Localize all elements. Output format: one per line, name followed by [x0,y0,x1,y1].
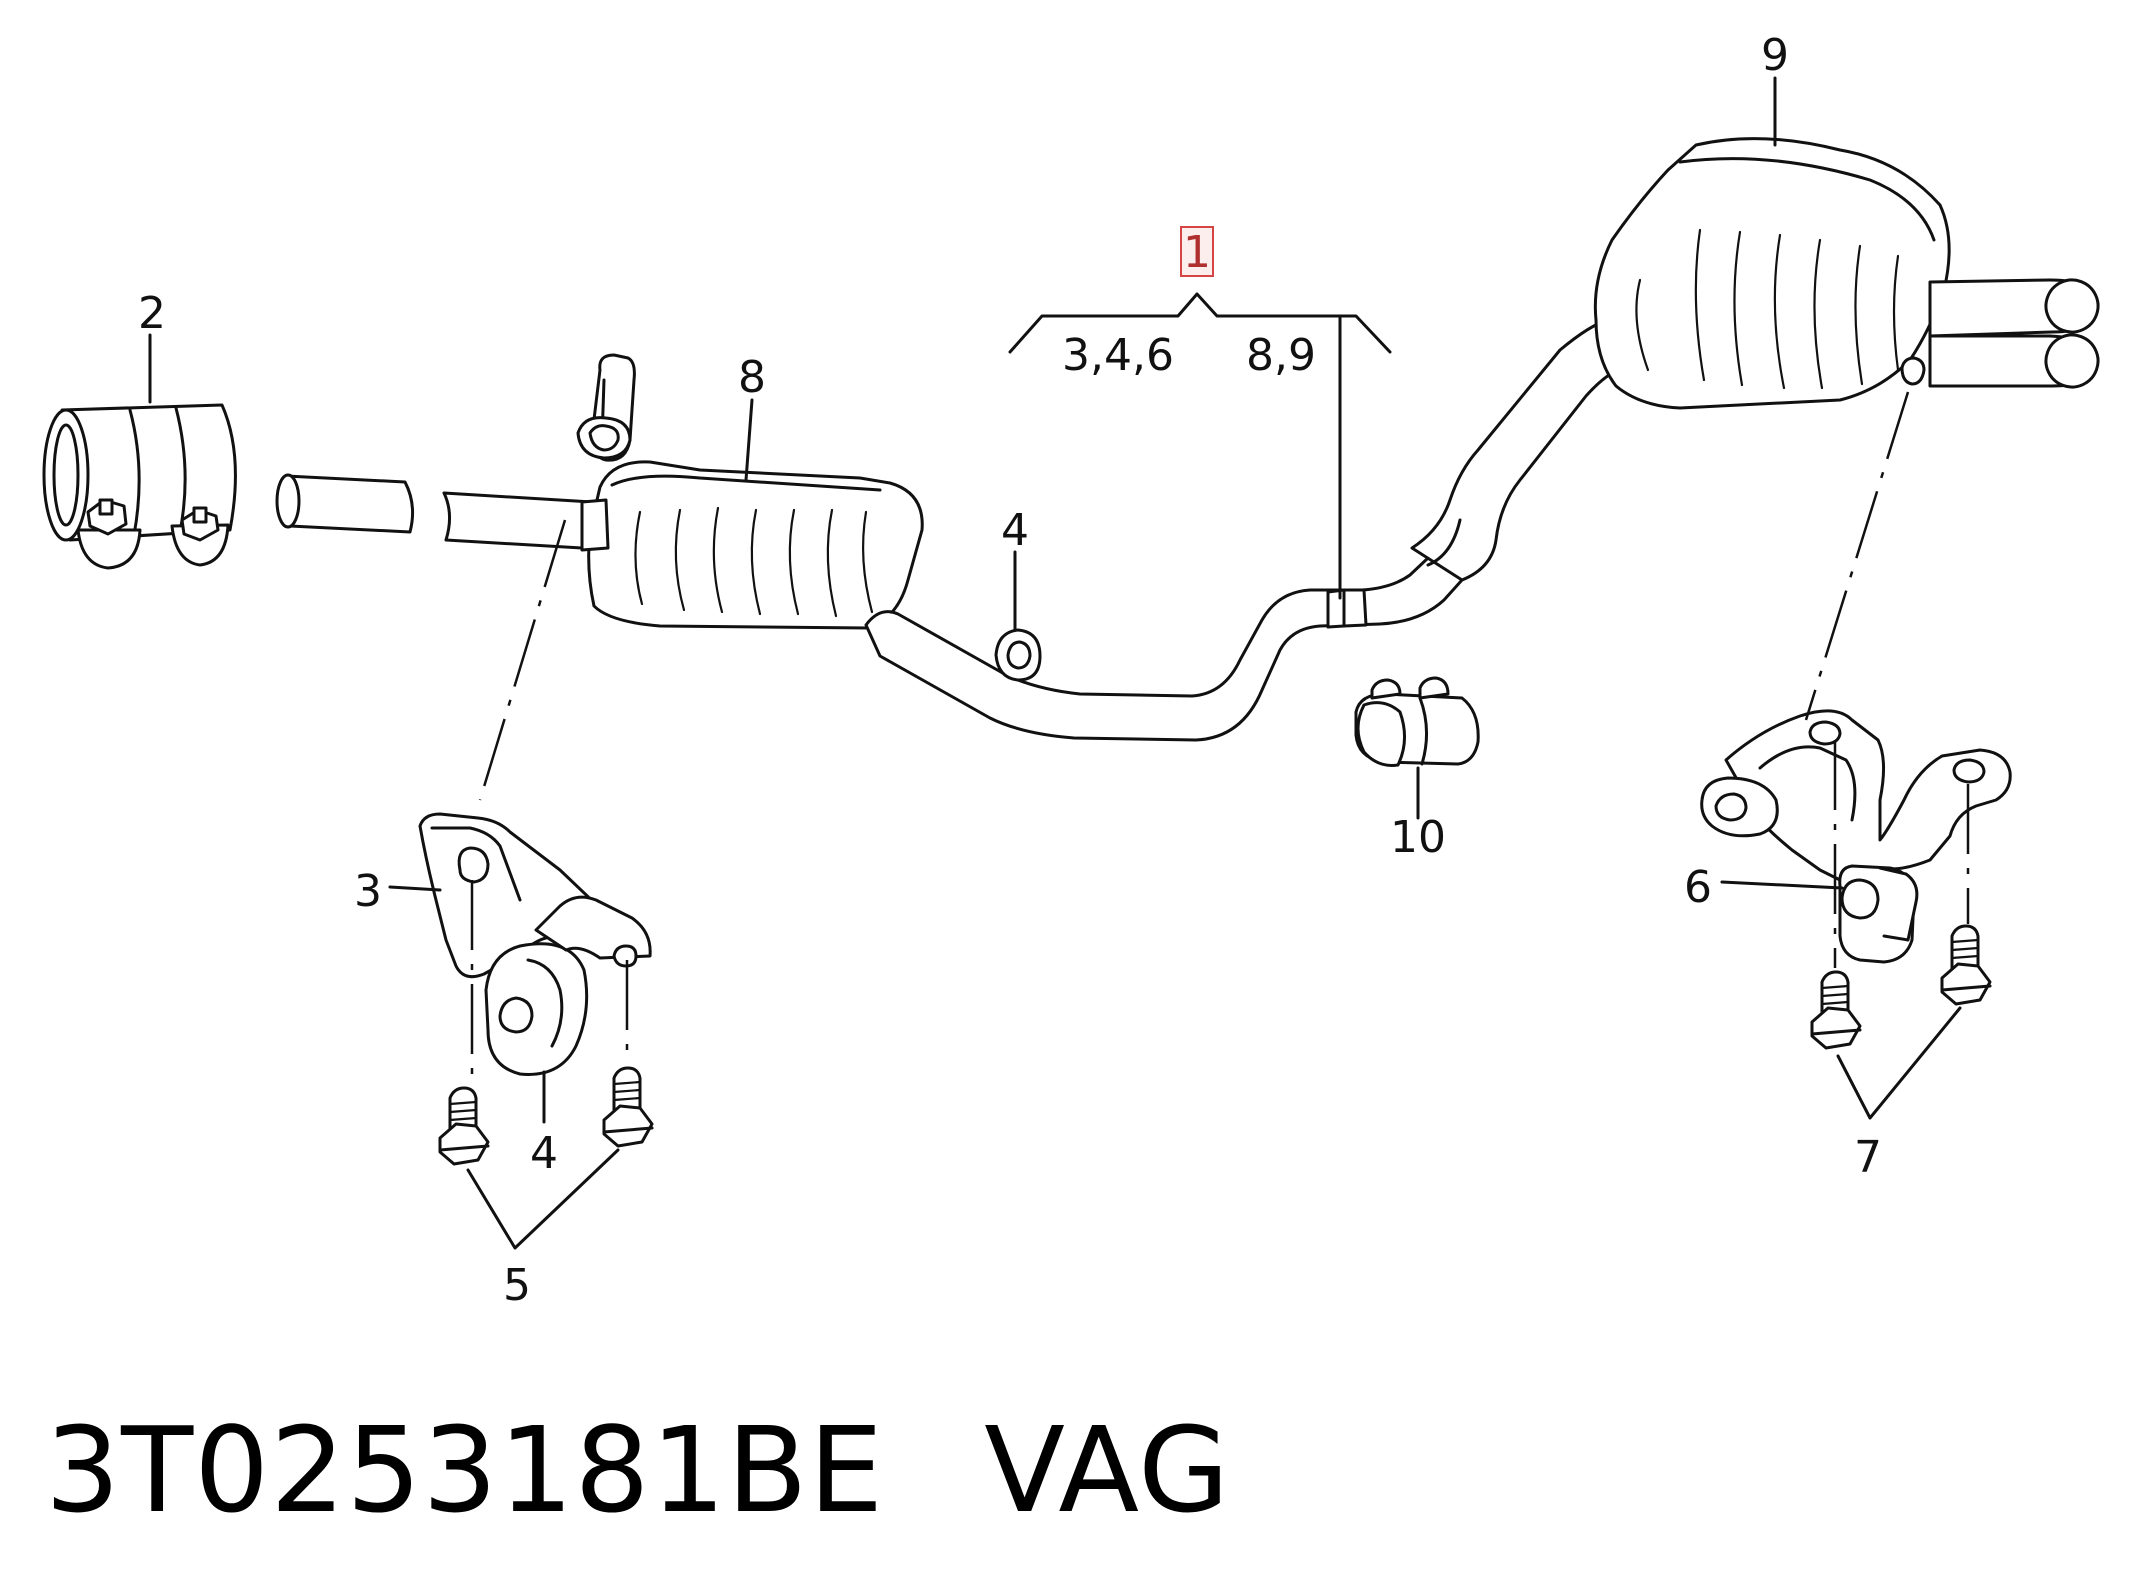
rear-bolt-right[interactable] [1940,924,1992,1006]
brand-name: VAG [984,1401,1231,1539]
assembly-brace [1008,292,1392,354]
callout-mount-front[interactable]: 4 [530,1128,558,1179]
front-pipe-section[interactable] [275,473,594,550]
front-mount-bracket[interactable] [418,812,652,1076]
front-silencer[interactable] [576,353,924,630]
rear-bolt-left[interactable] [1810,970,1862,1050]
callout-group-left[interactable]: 3,4,6 [1062,330,1174,381]
callout-assembly[interactable]: 1 [1183,227,1211,278]
callout-clamp-mid[interactable]: 10 [1390,812,1446,863]
callout-clamp-front[interactable]: 2 [138,288,166,339]
hanger-ring[interactable] [994,628,1042,682]
front-bolt-left[interactable] [438,1086,490,1166]
rear-mount-bracket[interactable] [1700,709,2012,964]
callout-bracket-rear[interactable]: 6 [1684,862,1712,913]
callout-front-silencer[interactable]: 8 [738,352,766,403]
tailpipe-rising[interactable] [1410,318,1620,582]
callout-bolts-front[interactable]: 5 [503,1260,531,1311]
callout-hanger-ring[interactable]: 4 [1001,505,1029,556]
assembly-highlight-box[interactable] [1180,226,1214,277]
callout-group-right[interactable]: 8,9 [1246,330,1316,381]
leader-lines [148,76,1962,1250]
front-pipe-clamp[interactable] [42,403,237,570]
part-number: 3T0253181BE [45,1401,885,1539]
part-number-caption: 3T0253181BE VAG [45,1395,1230,1545]
assembly-lines [470,391,1970,1082]
callout-bracket-front[interactable]: 3 [354,866,382,917]
callout-labels: 1 3,4,6 8,9 2 8 4 9 3 4 5 10 6 7 [138,30,1882,1311]
front-bolt-right[interactable] [602,1066,654,1148]
callout-bolts-rear[interactable]: 7 [1854,1132,1882,1183]
rear-silencer[interactable] [1593,137,2105,410]
middle-clamp[interactable] [1354,676,1480,767]
callout-rear-silencer[interactable]: 9 [1761,30,1789,81]
